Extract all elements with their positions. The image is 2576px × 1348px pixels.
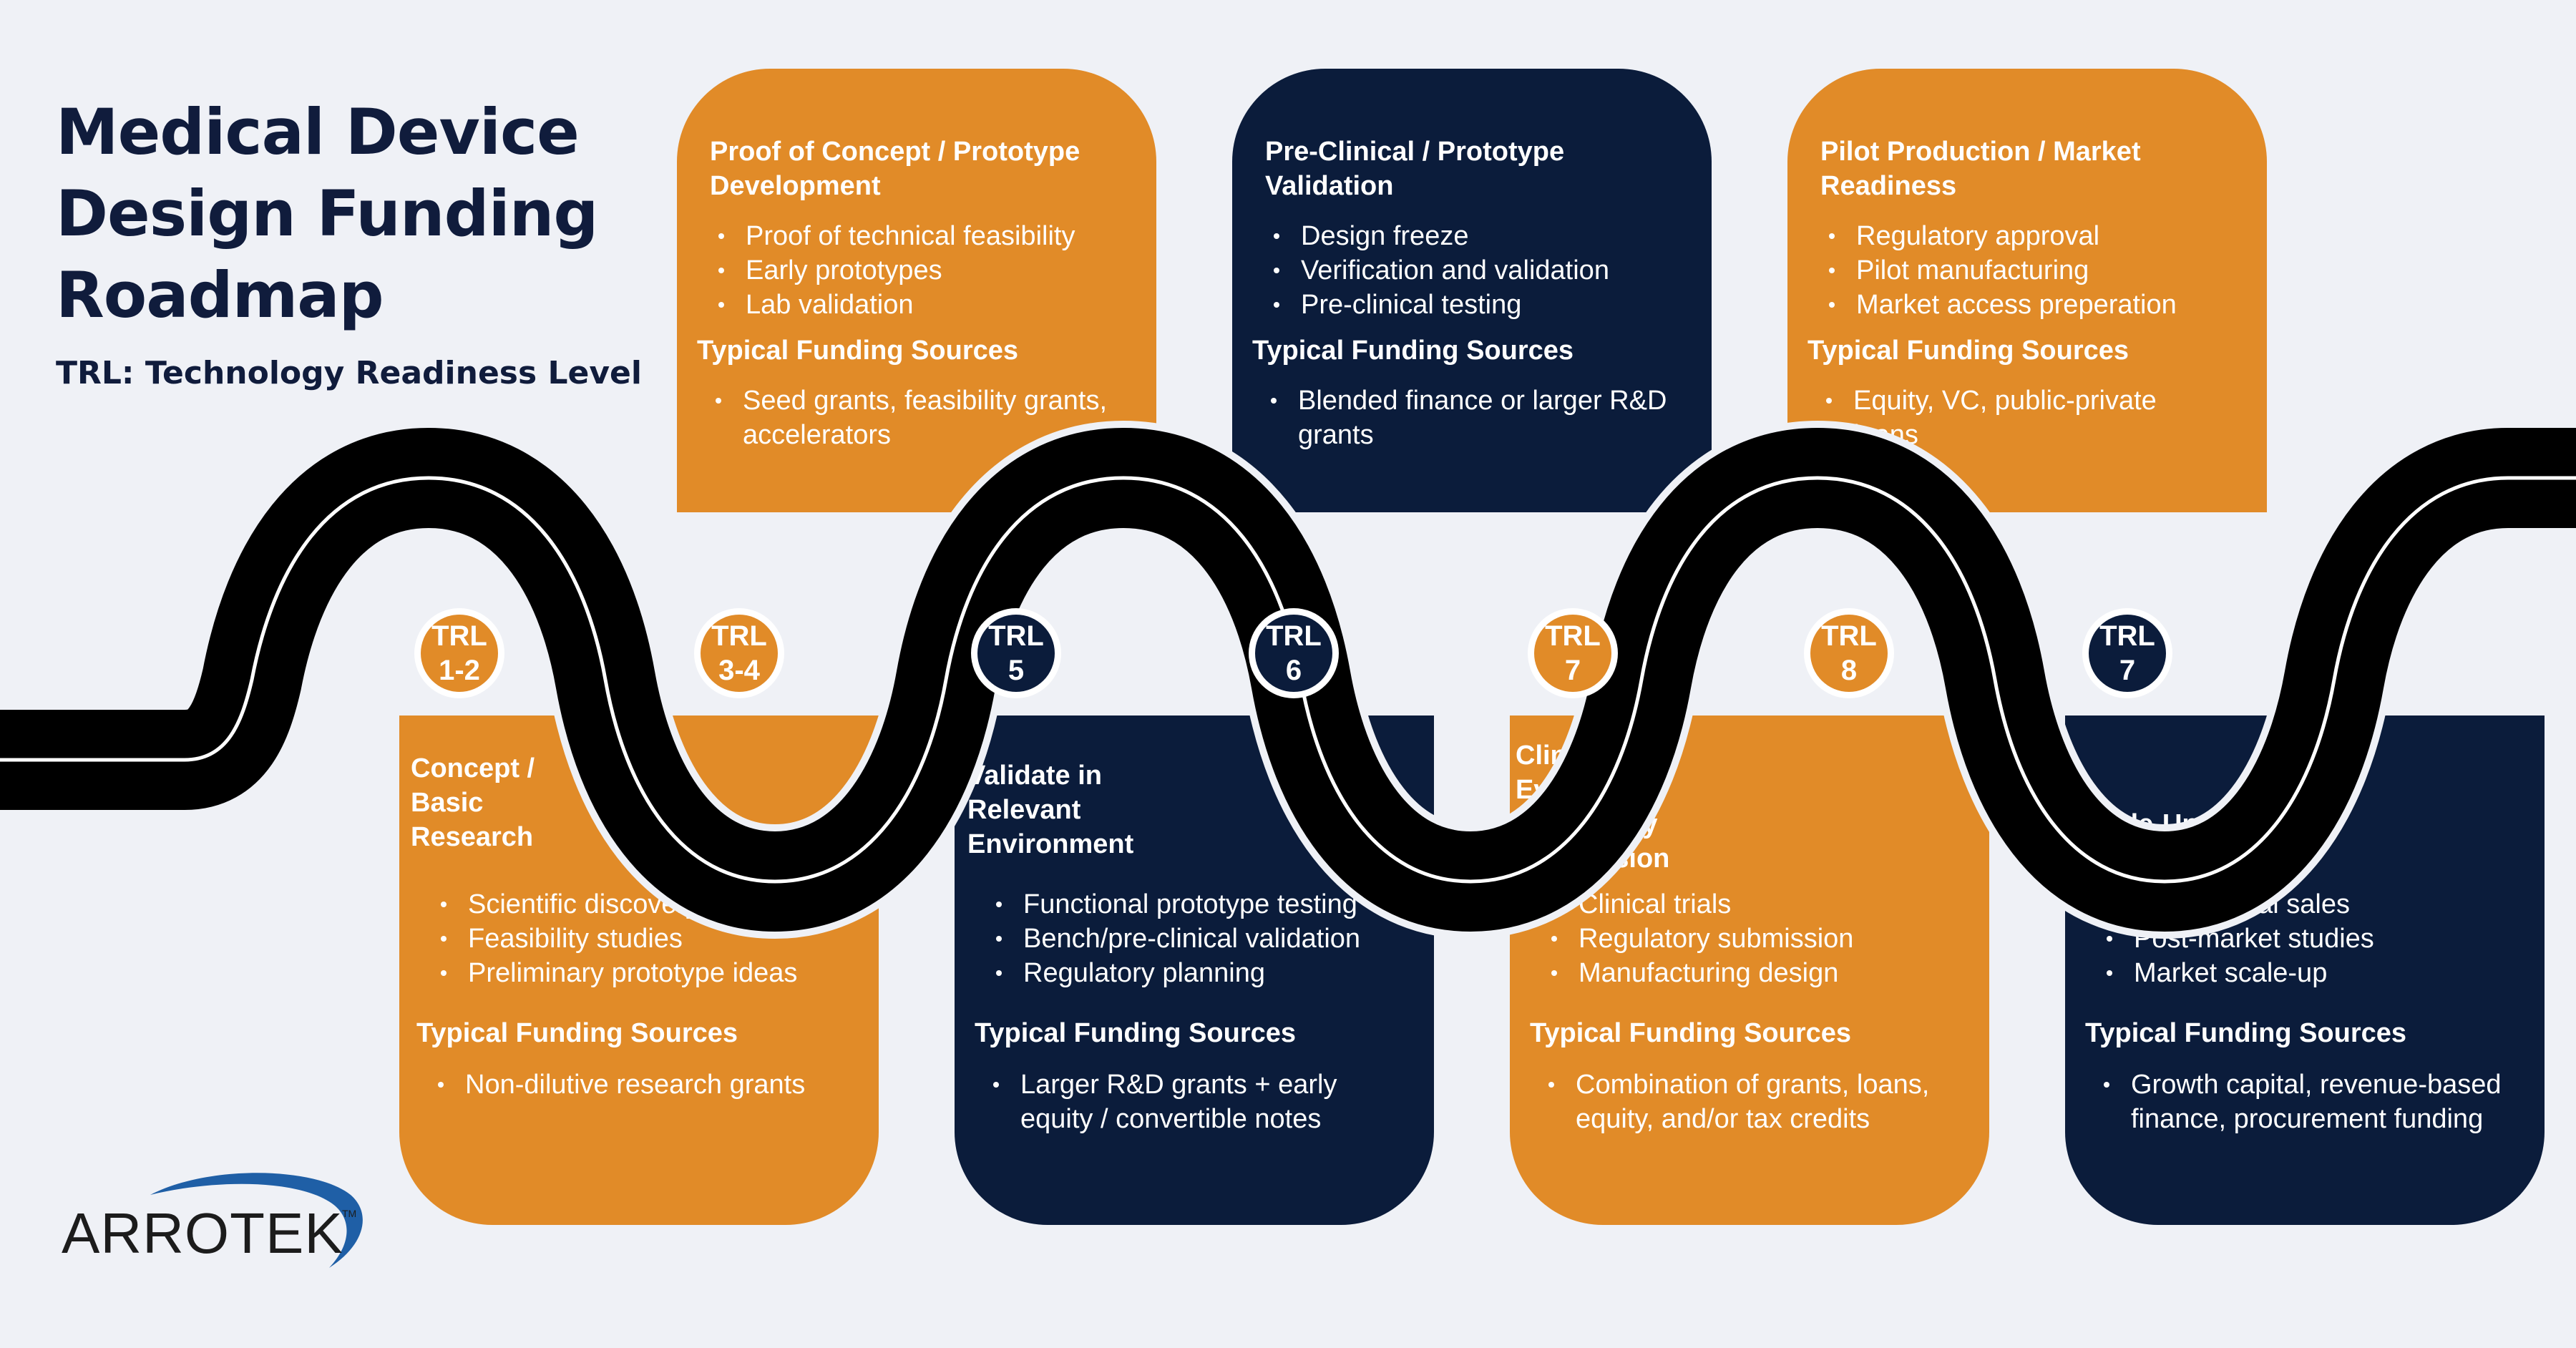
stage-card-trl-6: Pre-Clinical / Prototype Validation Desi… xyxy=(1232,69,1712,512)
funding-list: Seed grants, feasibility grants, acceler… xyxy=(716,384,1143,452)
stage-activities: Regulatory approval Pilot manufacturing … xyxy=(1829,219,2177,322)
trl-level: 6 xyxy=(1285,655,1302,686)
funding-list: Combination of grants, loans, equity, an… xyxy=(1548,1068,1976,1136)
list-item: Regulatory approval xyxy=(1829,219,2177,253)
stage-activities: Functional prototype testing Bench/pre-c… xyxy=(995,887,1360,990)
trl-badge: TRL 1-2 xyxy=(414,608,504,698)
funding-label: Typical Funding Sources xyxy=(697,336,1019,366)
trl-level: 8 xyxy=(1840,655,1858,686)
trl-level: 1-2 xyxy=(439,655,480,686)
logo-trademark: TM xyxy=(342,1208,357,1219)
list-item: Pre-clinical testing xyxy=(1274,288,1609,322)
list-item: Bench/pre-clinical validation xyxy=(995,922,1360,956)
list-item: Seed grants, feasibility grants, acceler… xyxy=(716,384,1143,452)
trl-badge: TRL 8 xyxy=(1804,608,1894,698)
funding-label: Typical Funding Sources xyxy=(1807,336,2129,366)
trl-badge: TRL 7 xyxy=(2082,608,2172,698)
list-item: Pilot manufacturing xyxy=(1829,253,2177,288)
swoosh-arc-icon xyxy=(150,1173,363,1268)
list-item: Lab validation xyxy=(718,288,1075,322)
page-title: Medical Device Design Funding Roadmap xyxy=(56,95,598,332)
funding-label: Typical Funding Sources xyxy=(416,1018,738,1048)
stage-activities: Proof of technical feasibility Early pro… xyxy=(718,219,1075,322)
page-subtitle: TRL: Technology Readiness Level xyxy=(56,355,642,391)
list-item: Regulatory planning xyxy=(995,956,1360,990)
stage-activities: Scientific discovery Feasibility studies… xyxy=(440,887,797,990)
funding-label: Typical Funding Sources xyxy=(975,1018,1297,1048)
list-item: Larger R&D grants + early equity / conve… xyxy=(993,1068,1392,1136)
trl-level: 7 xyxy=(1564,655,1581,686)
trl-label: TRL xyxy=(431,620,487,652)
stage-activities: Design freeze Verification and validatio… xyxy=(1274,219,1609,322)
list-item: Design freeze xyxy=(1274,219,1609,253)
stage-activities: Clinical trials Regulatory submission Ma… xyxy=(1551,887,1853,990)
trl-label: TRL xyxy=(988,620,1044,652)
trl-badge: TRL 7 xyxy=(1528,608,1618,698)
trl-level: 7 xyxy=(2119,655,2136,686)
funding-list: Larger R&D grants + early equity / conve… xyxy=(993,1068,1392,1136)
arrotek-logo: ARROTEK TM xyxy=(57,1166,372,1274)
list-item: Market scale-up xyxy=(2107,956,2374,990)
list-item: Functional prototype testing xyxy=(995,887,1360,922)
trl-badge: TRL 5 xyxy=(971,608,1061,698)
trl-label: TRL xyxy=(1266,620,1322,652)
trl-badge: TRL 3-4 xyxy=(694,608,784,698)
list-item: Proof of technical feasibility xyxy=(718,219,1075,253)
list-item: Manufacturing design xyxy=(1551,956,1853,990)
funding-label: Typical Funding Sources xyxy=(1530,1018,1852,1048)
list-item: Early prototypes xyxy=(718,253,1075,288)
trl-label: TRL xyxy=(1545,620,1601,652)
funding-list: Non-dilutive research grants xyxy=(438,1068,866,1102)
stage-card-trl-8: Pilot Production / Market Readiness Regu… xyxy=(1787,69,2267,512)
funding-label: Typical Funding Sources xyxy=(2085,1018,2407,1048)
list-item: Combination of grants, loans, equity, an… xyxy=(1548,1068,1976,1136)
logo-text: ARROTEK xyxy=(62,1201,343,1265)
funding-list: Growth capital, revenue-based finance, p… xyxy=(2104,1068,2532,1136)
trl-label: TRL xyxy=(711,620,767,652)
funding-list: Blended finance or larger R&D grants xyxy=(1271,384,1699,452)
list-item: Preliminary prototype ideas xyxy=(440,956,797,990)
stage-title: Pilot Production / Market Readiness xyxy=(1820,137,2141,201)
trl-label: TRL xyxy=(2099,620,2155,652)
list-item: Growth capital, revenue-based finance, p… xyxy=(2104,1068,2532,1136)
stage-title: Proof of Concept / Prototype Development xyxy=(710,137,1080,201)
list-item: Non-dilutive research grants xyxy=(438,1068,866,1102)
list-item: Market access preperation xyxy=(1829,288,2177,322)
list-item: Blended finance or larger R&D grants xyxy=(1271,384,1699,452)
trl-level: 3-4 xyxy=(718,655,760,686)
funding-label: Typical Funding Sources xyxy=(1252,336,1574,366)
list-item: Feasibility studies xyxy=(440,922,797,956)
trl-badge: TRL 6 xyxy=(1249,608,1339,698)
list-item: Regulatory submission xyxy=(1551,922,1853,956)
trl-label: TRL xyxy=(1821,620,1877,652)
stage-title: Pre-Clinical / Prototype Validation xyxy=(1265,137,1565,201)
trl-level: 5 xyxy=(1008,655,1025,686)
list-item: Verification and validation xyxy=(1274,253,1609,288)
